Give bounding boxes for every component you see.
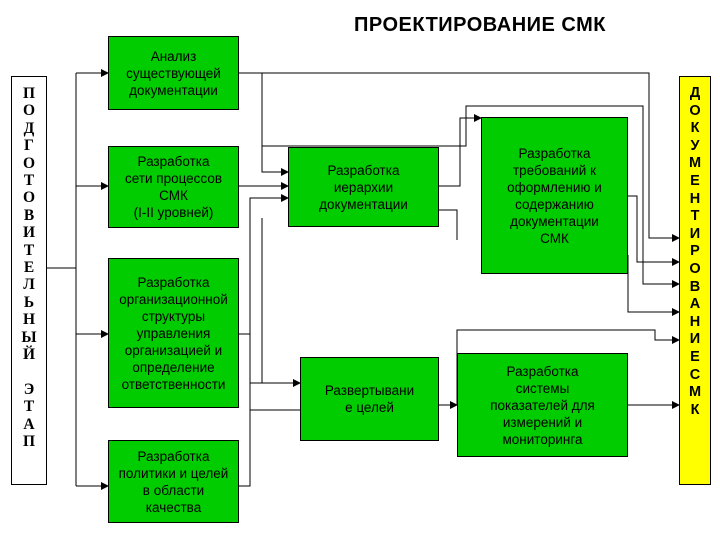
- arrow-hierarchy-to-goals: [261, 218, 300, 384]
- arrow-org-to-goals: [239, 333, 300, 411]
- preparatory-stage-label: П О Д Г О Т О В И Т Е Л Ь Н Ы Й Э Т А П: [21, 85, 37, 451]
- diagram-title: ПРОЕКТИРОВАНИЕ СМК: [354, 14, 606, 36]
- box-analysis: Анализ существующей документации: [108, 36, 239, 110]
- box-policy-goals: Разработка политики и целей в области ка…: [108, 440, 239, 523]
- box-indicators: Разработка системы показателей для измер…: [457, 353, 628, 457]
- arrow-analysis-to-hierarchy: [239, 72, 289, 176]
- arrow-hierarchy-to-org-link: [439, 209, 458, 240]
- box-doc-requirements: Разработка требований к оформлению и сод…: [481, 117, 628, 274]
- arrow-requirements-to-docbar: [628, 195, 680, 266]
- box-doc-hierarchy: Разработка иерархии документации: [288, 147, 439, 227]
- arrow-goals-to-docbar: [456, 329, 680, 405]
- arrow-hierarchy-to-docbar: [261, 105, 680, 288]
- arrow-org-to-hierarchy: [239, 194, 289, 335]
- arrow-hierarchy-to-requirements: [439, 114, 482, 187]
- box-org-structure: Разработка организационной структуры упр…: [108, 258, 239, 408]
- box-process-network: Разработка сети процессов СМК (I-II уров…: [108, 146, 239, 228]
- qms-documentation-label: Д О К У М Е Н Т И Р О В А Н И Е С М К: [688, 85, 702, 418]
- preparatory-stage-bar: П О Д Г О Т О В И Т Е Л Ь Н Ы Й Э Т А П: [11, 76, 47, 485]
- arrow-requirements-low-to-docbar: [627, 255, 680, 316]
- arrow-analysis-to-docbar: [239, 72, 680, 242]
- arrow-policy-to-goals: [239, 379, 301, 487]
- box-goal-deployment: Развертывани е целей: [300, 357, 439, 441]
